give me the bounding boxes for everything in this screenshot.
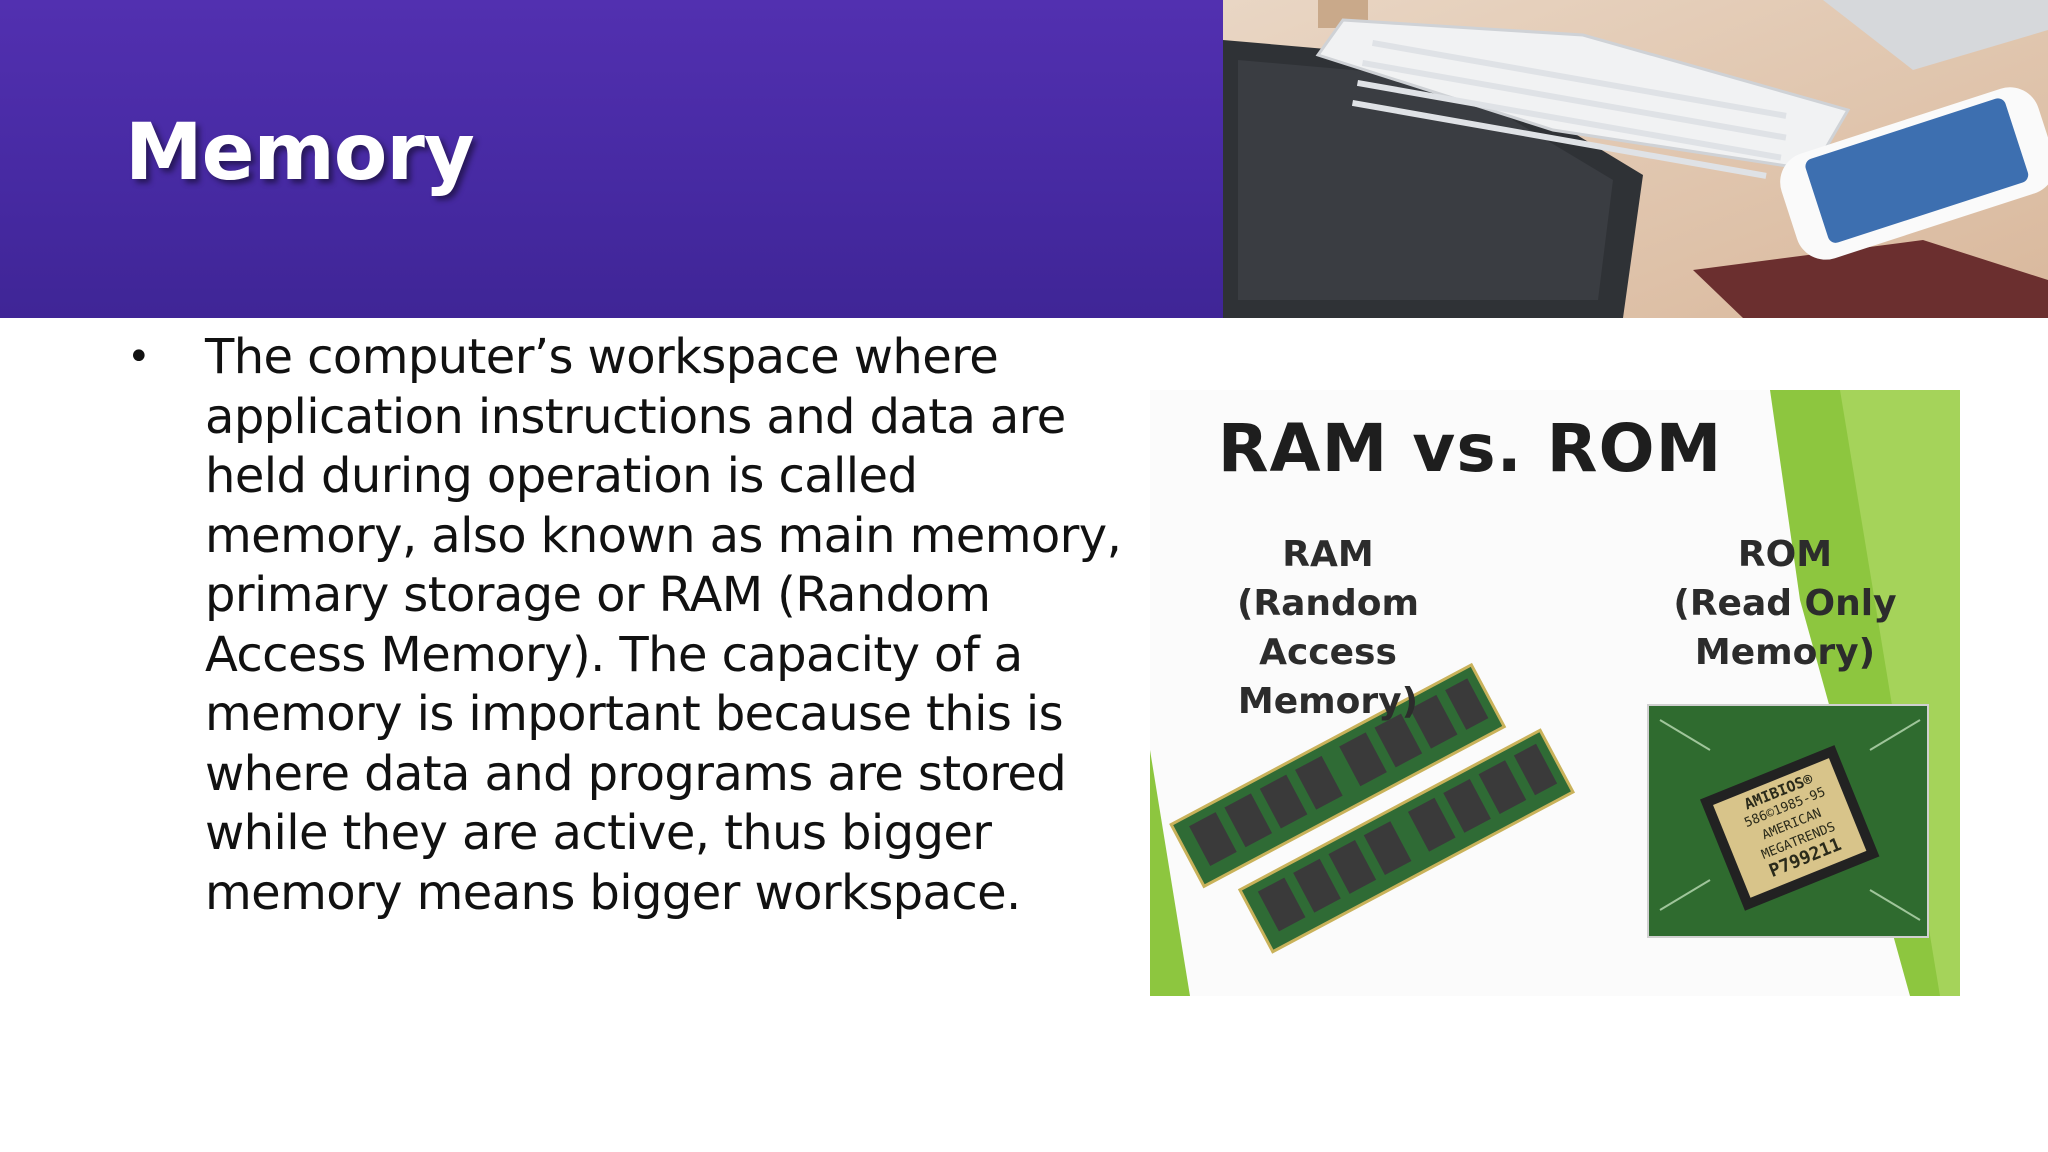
ram-vs-rom-figure: RAM vs. ROM RAM (Random Access Memory) R…: [1150, 390, 1960, 996]
desk-photo-illustration: [1223, 0, 2048, 318]
slide-title: Memory: [125, 108, 475, 198]
rom-label-line: (Read Only: [1673, 583, 1897, 624]
bullet-text: The computer’s workspace where applicati…: [205, 329, 1122, 921]
bullet-dot: •: [127, 334, 151, 380]
rom-label-line: ROM: [1737, 534, 1833, 575]
rom-label: ROM (Read Only Memory): [1660, 530, 1910, 677]
ram-label: RAM (Random Access Memory): [1188, 530, 1468, 726]
title-banner: [0, 0, 1223, 318]
header-photo: [1223, 0, 2048, 318]
bullet-point: • The computer’s workspace where applica…: [125, 328, 1125, 923]
figure-title: RAM vs. ROM: [1217, 410, 1723, 487]
ram-label-line: Memory): [1237, 681, 1419, 722]
ram-label-line: RAM: [1282, 534, 1374, 575]
ram-modules-image: [1169, 662, 1576, 954]
green-decoration: [1150, 390, 1960, 996]
bullet-list: • The computer’s workspace where applica…: [125, 328, 1125, 923]
ram-label-line: (Random Access: [1236, 583, 1420, 673]
rom-label-line: Memory): [1694, 632, 1876, 673]
